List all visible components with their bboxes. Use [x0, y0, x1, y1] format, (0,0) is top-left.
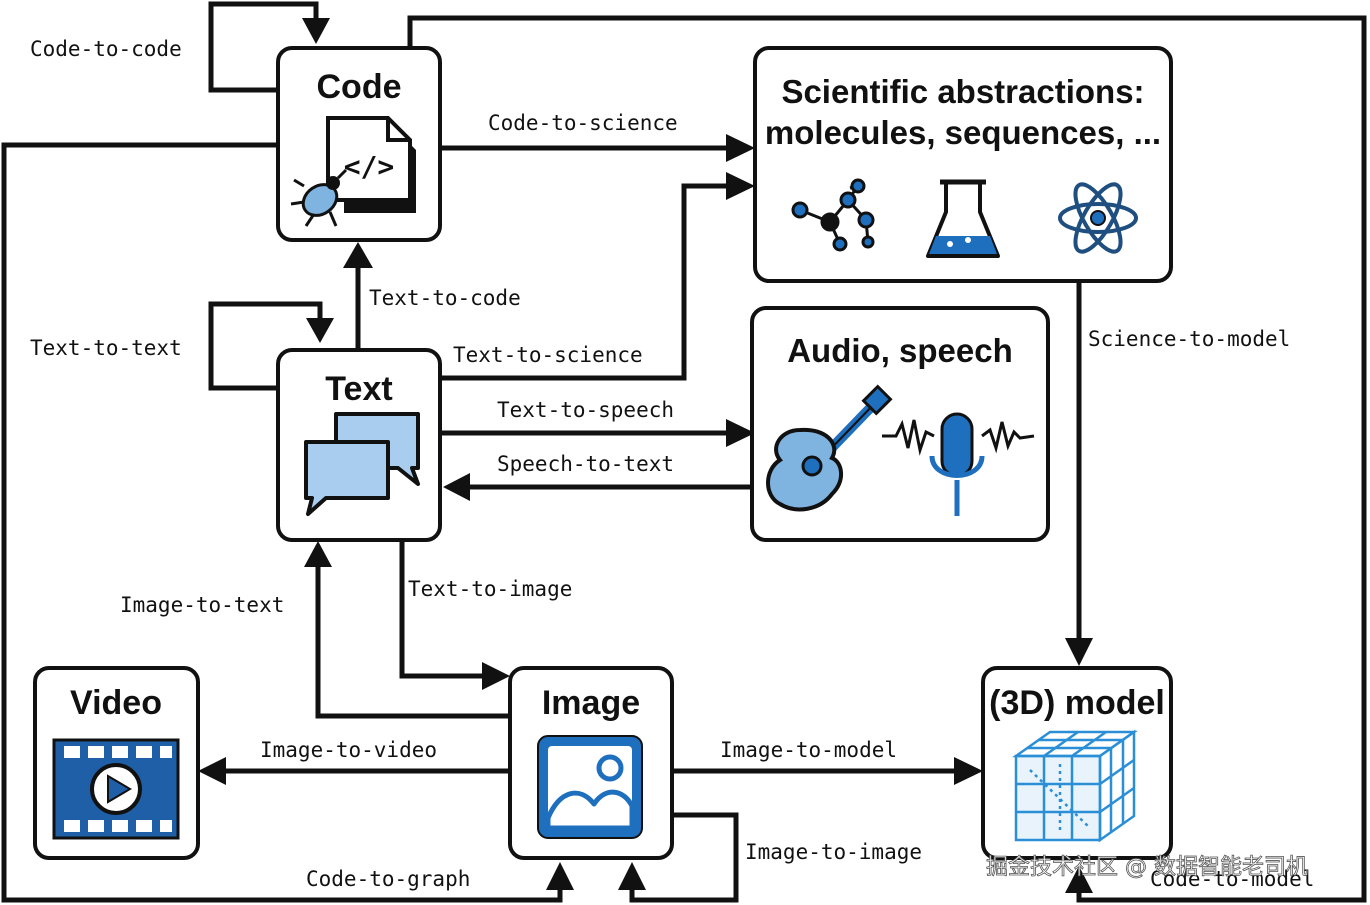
speech-bubbles-icon	[304, 412, 420, 516]
bug-icon	[290, 168, 348, 227]
arrowhead-image-to-text	[304, 541, 332, 567]
cube-grid-icon	[1012, 729, 1138, 843]
label-text-to-code: Text-to-code	[369, 286, 521, 310]
node-model: (3D) model	[981, 666, 1173, 860]
guitar-icon	[766, 384, 893, 512]
label-text-to-science: Text-to-science	[453, 343, 643, 367]
flask-icon	[926, 179, 1000, 258]
edge-code-to-code	[208, 1, 319, 93]
arrowhead-speech-to-text	[443, 473, 470, 501]
arrowhead-code-to-model	[1065, 866, 1093, 893]
node-video-title: Video	[70, 684, 162, 722]
microphone-icon	[882, 412, 1035, 516]
svg-text:</>: </>	[344, 150, 395, 183]
label-science-to-model: Science-to-model	[1088, 327, 1290, 351]
code-file-icon: </>	[326, 116, 416, 213]
node-science-title-line2: molecules, sequences, ...	[765, 114, 1161, 151]
label-code-to-model: Code-to-model	[1150, 867, 1314, 891]
label-text-to-image: Text-to-image	[408, 577, 572, 601]
arrowhead-text-to-code	[343, 242, 373, 268]
label-code-to-graph: Code-to-graph	[306, 867, 470, 891]
edge-image-to-text	[315, 565, 510, 719]
edge-code-to-model	[407, 15, 1367, 903]
edge-text-to-image	[399, 540, 484, 679]
arrowhead-text-to-science	[726, 172, 755, 200]
arrowhead-image-to-video	[198, 757, 226, 785]
edge-image-to-image	[629, 812, 739, 903]
arrowhead-text-to-text	[306, 318, 334, 343]
node-science-title-line1: Scientific abstractions:	[781, 73, 1144, 110]
edge-text-to-science	[440, 183, 728, 381]
label-speech-to-text: Speech-to-text	[497, 452, 674, 476]
node-science: Scientific abstractions: molecules, sequ…	[753, 46, 1173, 283]
arrowhead-code-to-code	[302, 18, 330, 44]
arrowhead-science-to-model	[1065, 638, 1093, 666]
node-code: Code </>	[276, 46, 442, 242]
node-text-title: Text	[325, 370, 392, 408]
label-code-to-science: Code-to-science	[488, 111, 678, 135]
arrowhead-image-to-image	[618, 862, 646, 890]
node-image-title: Image	[542, 684, 640, 722]
arrowhead-code-to-graph	[546, 862, 574, 890]
edge-labels: Code-to-code Code-to-science Text-to-cod…	[30, 37, 1314, 891]
arrowhead-text-to-speech	[726, 419, 755, 447]
label-text-to-speech: Text-to-speech	[497, 398, 674, 422]
edge-code-to-graph	[1, 142, 563, 903]
watermark-text: 掘金技术社区 @ 数据智能老司机	[986, 855, 1308, 880]
arrowhead-text-to-image	[482, 662, 510, 690]
label-image-to-model: Image-to-model	[720, 738, 897, 762]
node-code-title: Code	[317, 68, 402, 106]
arrowhead-code-to-science	[726, 134, 755, 162]
label-image-to-video: Image-to-video	[260, 738, 437, 762]
edge-text-to-text	[208, 301, 323, 391]
film-play-icon	[52, 738, 180, 840]
node-audio-title: Audio, speech	[787, 332, 1013, 369]
label-image-to-text: Image-to-text	[120, 593, 284, 617]
atom-icon	[1058, 182, 1138, 254]
label-code-to-code: Code-to-code	[30, 37, 182, 61]
node-audio: Audio, speech	[750, 306, 1050, 542]
picture-icon	[537, 735, 643, 839]
label-image-to-image: Image-to-image	[745, 840, 922, 864]
arrowhead-image-to-model	[954, 757, 983, 785]
node-model-title: (3D) model	[989, 684, 1165, 722]
molecule-icon	[791, 178, 875, 252]
arrow-heads	[198, 18, 1093, 893]
label-text-to-text: Text-to-text	[30, 336, 182, 360]
node-image: Image	[508, 666, 674, 860]
node-video: Video	[33, 666, 200, 860]
node-text: Text	[276, 348, 442, 542]
